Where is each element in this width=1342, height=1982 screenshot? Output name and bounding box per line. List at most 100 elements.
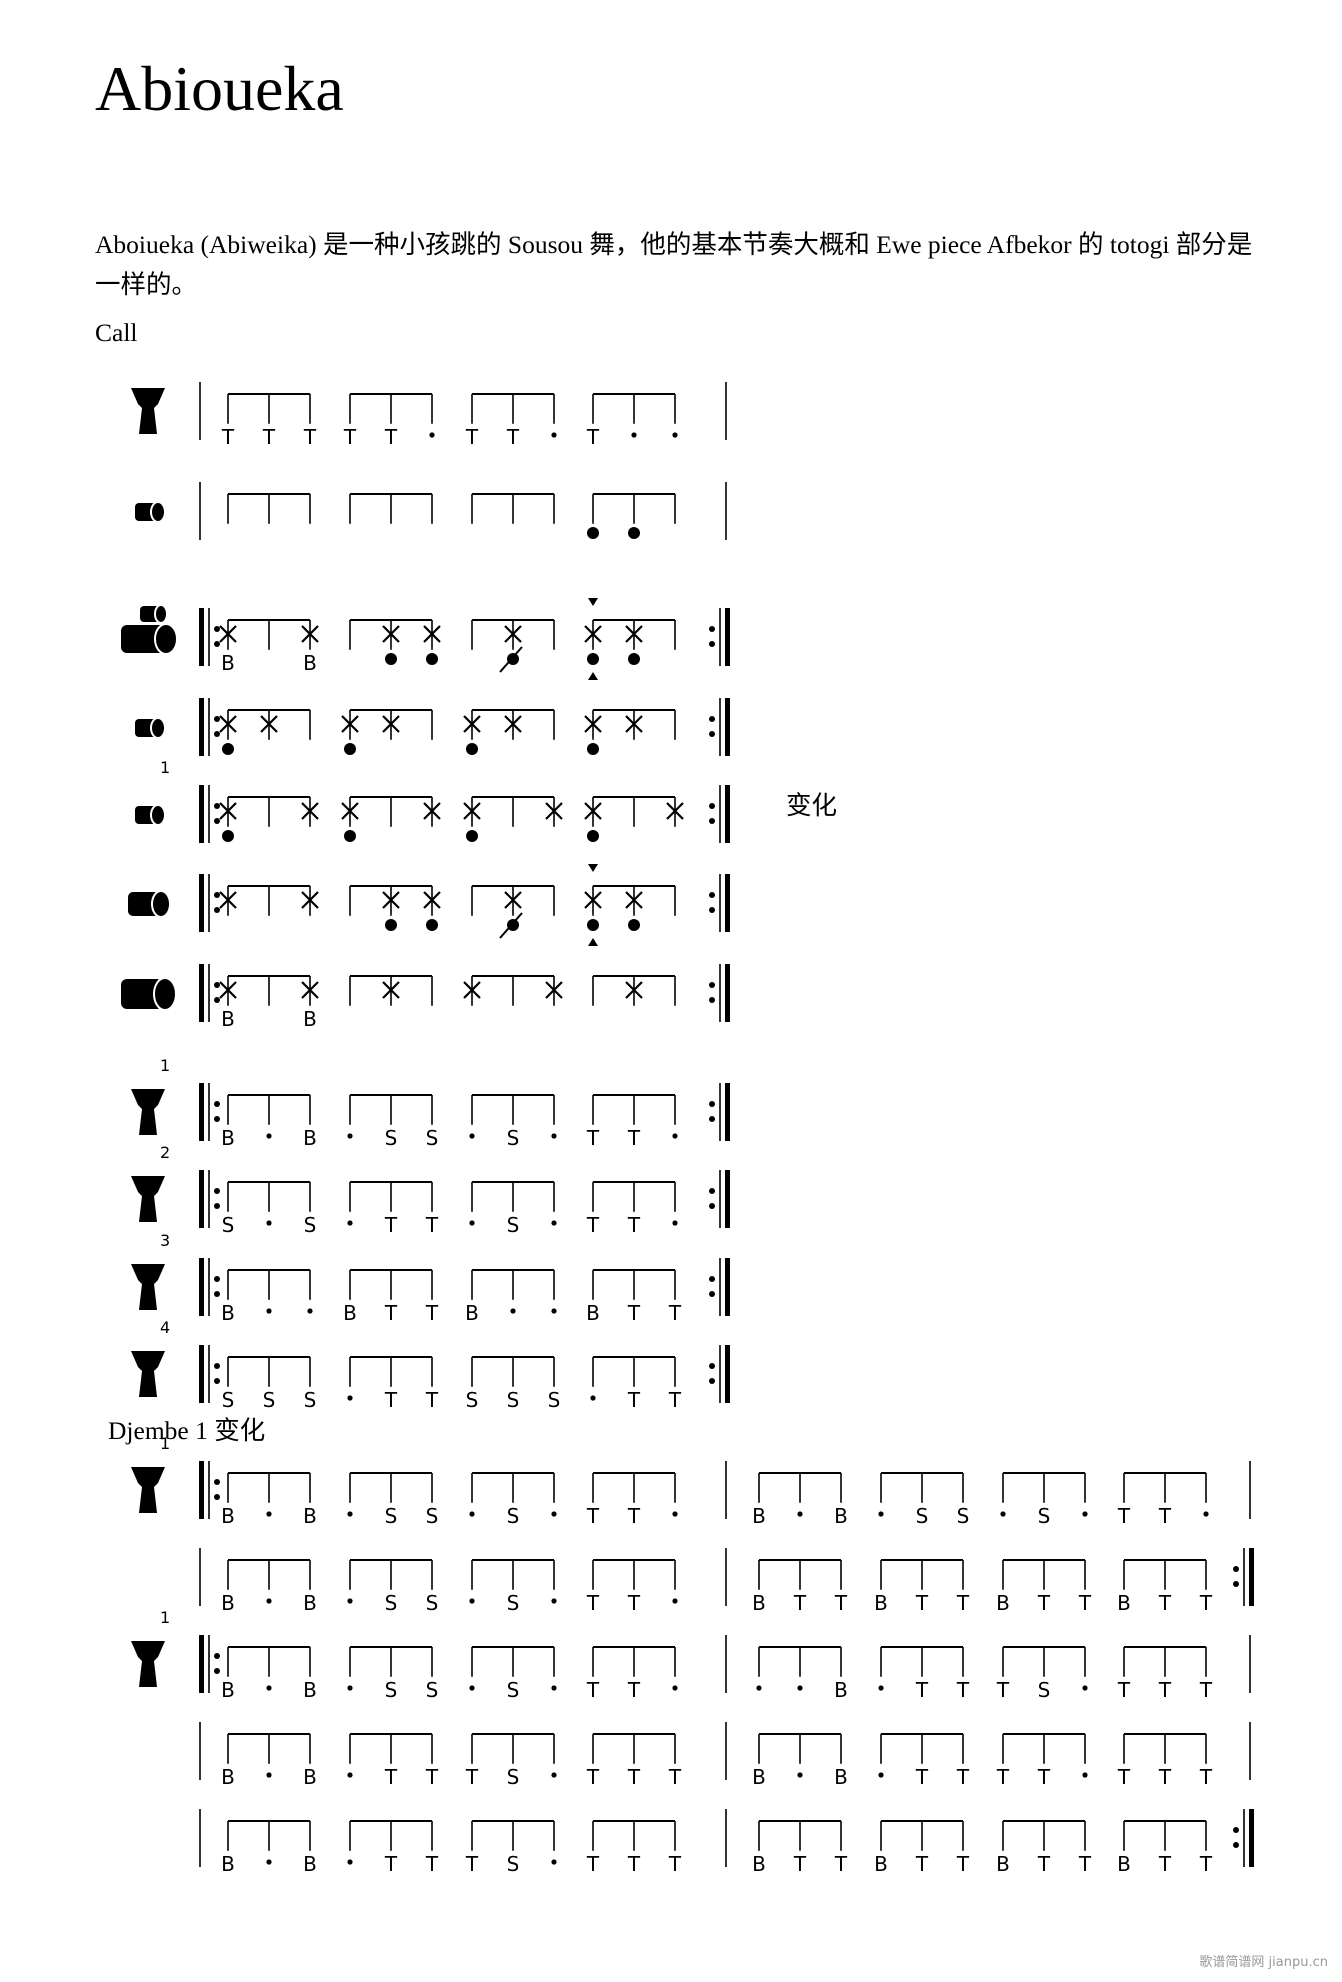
stroke-letter: S [304, 1388, 317, 1412]
stroke-letter: T [465, 1852, 479, 1876]
note: S [426, 1473, 438, 1528]
rest-dot [672, 1220, 678, 1226]
stroke-letter: B [1117, 1591, 1131, 1615]
stroke-letter: T [425, 1765, 439, 1789]
repeat-start [199, 608, 220, 666]
note: T [627, 1095, 641, 1150]
note: B [219, 976, 237, 1031]
note: T [384, 1357, 398, 1412]
note: T [1078, 1821, 1092, 1876]
djembe-variation-label: Djembe 1 变化 [108, 1416, 266, 1445]
note [590, 1357, 596, 1401]
stroke-dot [466, 830, 478, 842]
note [499, 886, 523, 939]
rest-dot [469, 1598, 475, 1604]
stroke-dot [466, 743, 478, 755]
rest-dot [266, 1511, 272, 1517]
note [219, 886, 237, 916]
x-mark [463, 802, 481, 820]
note: B [303, 1473, 317, 1528]
note: T [586, 394, 600, 449]
stroke-letter: T [1158, 1504, 1172, 1528]
note [797, 1473, 803, 1517]
repeat-end [709, 608, 730, 666]
note: B [834, 1473, 848, 1528]
stroke-letter: T [956, 1678, 970, 1702]
measure [592, 975, 676, 1006]
note: S [507, 1095, 519, 1150]
measure [349, 885, 441, 931]
note: B [996, 1560, 1010, 1615]
note [429, 394, 435, 438]
stroke-letter: T [627, 1678, 641, 1702]
note: B [301, 620, 319, 675]
note [382, 886, 400, 931]
rest-dot [347, 1133, 353, 1139]
note: B [1117, 1821, 1131, 1876]
bell-medium-icon [128, 890, 171, 918]
measure [471, 493, 555, 524]
page-title: Abioueka [95, 53, 344, 124]
rest-dot [631, 432, 637, 438]
x-mark [504, 715, 522, 733]
stroke-letter: B [221, 1765, 235, 1789]
note [504, 710, 522, 740]
note: T [343, 394, 357, 449]
djembe-icon [131, 1176, 165, 1222]
note: S [426, 1647, 438, 1702]
x-mark [423, 802, 441, 820]
stroke-dot [587, 919, 599, 931]
note: S [222, 1182, 234, 1237]
repeat-end [1233, 1809, 1254, 1867]
x-mark [504, 891, 522, 909]
bell-small-icon [135, 717, 166, 739]
stroke-dot [587, 527, 599, 539]
note: B [303, 1560, 317, 1615]
stroke-letter: T [586, 1126, 600, 1150]
part-number: 2 [160, 1143, 170, 1162]
x-mark [625, 625, 643, 643]
stroke-letter: T [506, 425, 520, 449]
note: T [1199, 1821, 1213, 1876]
stroke-letter: T [586, 1504, 600, 1528]
note [672, 394, 678, 438]
bell-small-icon [135, 804, 166, 826]
stroke-letter: T [384, 1213, 398, 1237]
note: T [915, 1560, 929, 1615]
repeat-start [199, 1083, 220, 1141]
note [266, 1821, 272, 1865]
x-mark [219, 981, 237, 999]
stroke-dot [587, 653, 599, 665]
stroke-letter: B [343, 1301, 357, 1325]
stroke-letter: T [627, 1591, 641, 1615]
rest-dot [672, 1598, 678, 1604]
note: T [996, 1647, 1010, 1702]
x-mark [301, 802, 319, 820]
x-mark [463, 981, 481, 999]
note: T [627, 1821, 641, 1876]
x-mark [382, 625, 400, 643]
variation-note: 变化 [786, 791, 838, 820]
rest-dot [266, 1308, 272, 1314]
note [625, 886, 643, 931]
note [266, 1095, 272, 1139]
stroke-letter: T [384, 1301, 398, 1325]
rest-dot [347, 1685, 353, 1691]
rest-dot [347, 1511, 353, 1517]
measure [584, 598, 676, 680]
